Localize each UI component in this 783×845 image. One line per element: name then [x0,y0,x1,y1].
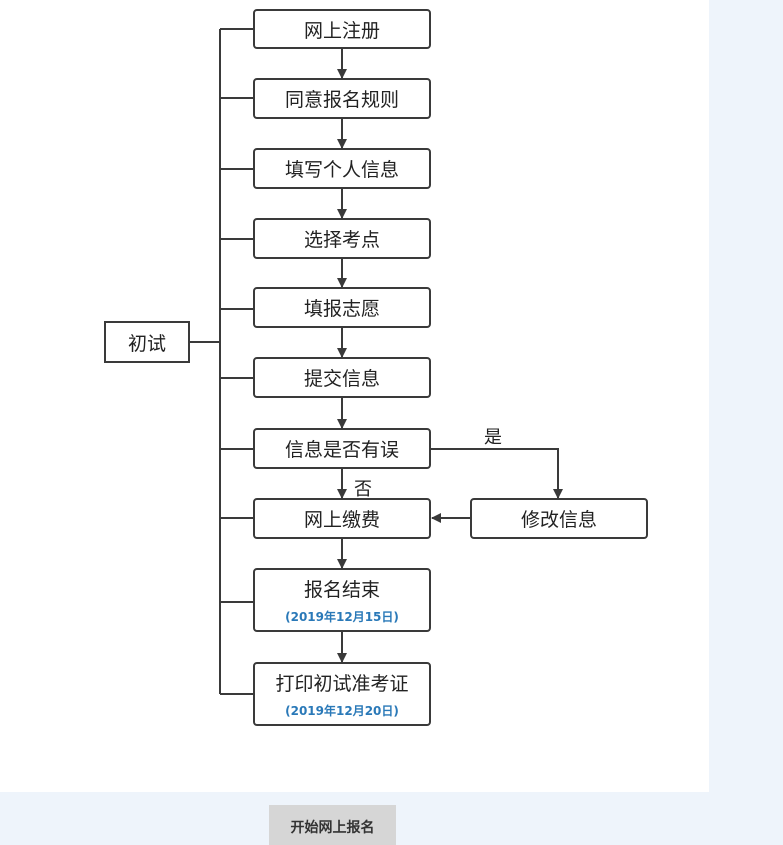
step-label: 报名结束 [303,579,380,601]
step-label: 网上注册 [303,19,380,42]
edge-label-yes: 是 [484,427,502,448]
flowchart-connectors [190,28,563,695]
step-online-register: 网上注册 [253,9,431,49]
step-date: (2019年12月15日) [285,610,399,624]
step-agree-rules: 同意报名规则 [253,78,431,119]
step-label: 填报志愿 [303,298,380,320]
step-fill-personal-info: 填写个人信息 [253,148,431,189]
step-choose-exam-site: 选择考点 [253,218,431,259]
step-label: 修改信息 [520,509,597,531]
step-label: 选择考点 [303,229,380,251]
step-check-info: 信息是否有误 [253,428,431,469]
step-label: 信息是否有误 [284,439,399,461]
step-label: 同意报名规则 [284,89,399,111]
start-button-label: 开始网上报名 [290,820,375,836]
start-online-registration-button[interactable]: 开始网上报名 [269,805,396,845]
edge-label-no: 否 [354,479,372,500]
flowchart-canvas: 初试 网上注册 同意报名规则 填写个人信息 选择考点 填报志愿 提交信息 信息是… [0,0,709,792]
step-submit-info: 提交信息 [253,357,431,398]
step-date: (2019年12月20日) [285,704,399,718]
step-print-admission-ticket: 打印初试准考证 (2019年12月20日) [253,662,431,726]
step-label: 网上缴费 [303,509,380,531]
step-registration-end: 报名结束 (2019年12月15日) [253,568,431,632]
step-label: 填写个人信息 [284,159,399,181]
root-node-initial-exam: 初试 [104,321,190,363]
step-label: 打印初试准考证 [275,673,409,695]
step-fill-preferences: 填报志愿 [253,287,431,328]
step-online-payment: 网上缴费 [253,498,431,539]
step-modify-info: 修改信息 [470,498,648,539]
root-node-label: 初试 [127,332,166,355]
step-label: 提交信息 [303,368,380,390]
